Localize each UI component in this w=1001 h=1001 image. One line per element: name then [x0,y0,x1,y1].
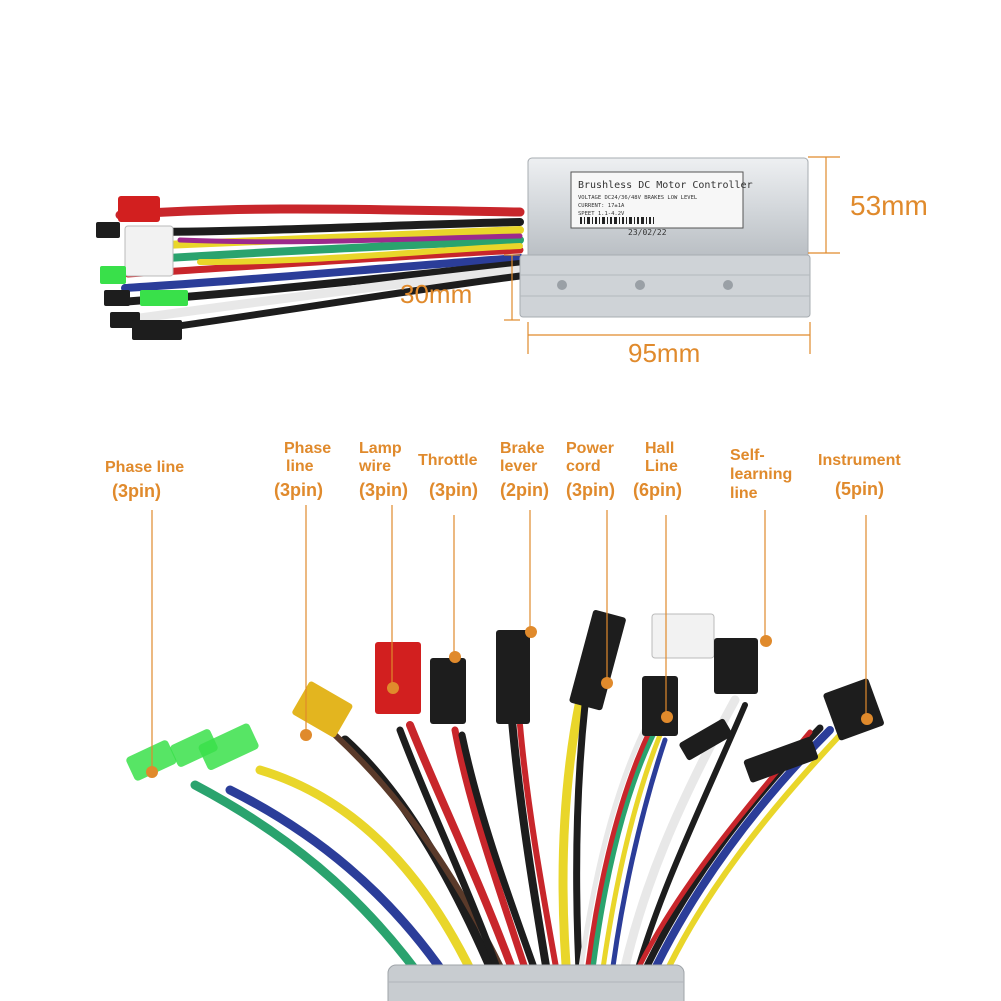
label-lamp-wire-pins: (3pin) [359,480,408,500]
top-connector-black-1 [104,290,130,306]
connector-phase-green-2 [170,729,218,767]
top-wire-bundle [115,204,525,334]
orange-dot-icon [861,713,873,725]
connector-hall-white [651,613,715,659]
bottom-controller-case [387,964,685,1001]
dimension-height: 53mm [850,190,928,221]
label-hall-line-name-b: Line [645,458,678,475]
dimension-lines [504,156,840,354]
top-connector-white [124,225,174,277]
watermark-text: AI生成 [62,953,157,991]
label-self-learning-name-c: line [730,485,758,502]
connector-phase-yellow [292,681,353,738]
label-throttle-pins: (3pin) [429,480,478,500]
label-instrument-name: Instrument [818,452,901,469]
label-brake-lever-pins: (2pin) [500,480,549,500]
top-connector-red [118,196,160,222]
connector-lamp-red [375,642,421,714]
connector-self-learning [714,638,758,694]
label-phase-line-2-name-b: line [286,458,314,475]
orange-dot-icon [387,682,399,694]
label-phase-line-2-name-a: Phase [284,440,331,457]
label-hall-line-name-a: Hall [645,440,674,457]
connector-hall-sleeve [642,676,678,736]
label-self-learning-name-b: learning [730,466,792,483]
label-lamp-wire-name-b: wire [358,458,391,475]
label-brake-lever-name-b: lever [500,458,537,475]
connector-power [569,609,626,711]
orange-dot-icon [449,651,461,663]
harness-connectors [126,609,884,783]
nameplate-speed: SPEET 1.1-4.2V [578,211,625,217]
label-power-cord-name-a: Power [566,440,614,457]
orange-dot-icon [146,766,158,778]
orange-dot-icon [525,626,537,638]
callout-labels: Phase line (3pin) Phase line (3pin) Lamp… [105,440,901,502]
label-lamp-wire-name-a: Lamp [359,440,402,457]
connector-brake [496,630,530,724]
orange-dot-icon [760,635,772,647]
self-learning-sleeve [679,718,733,761]
label-brake-lever-name-a: Brake [500,440,545,457]
grid-logo-icon [21,951,57,987]
watermark: AI生成 [21,951,157,991]
label-self-learning-name-a: Self- [730,447,765,464]
top-connector-green-2 [140,290,188,306]
label-power-cord-name-b: cord [566,458,601,475]
label-power-cord-pins: (3pin) [566,480,615,500]
orange-dot-icon [661,711,673,723]
dimension-width: 95mm [628,338,700,368]
nameplate-barcode [580,217,654,224]
nameplate-date: 23/02/22 [628,228,667,237]
callout-lines [151,505,867,768]
connector-phase-green-1 [126,740,177,781]
controller-case: Brushless DC Motor Controller VOLTAGE DC… [519,157,811,318]
label-phase-line-1-name: Phase line [105,459,184,476]
top-controller-photo: Brushless DC Motor Controller VOLTAGE DC… [96,156,928,368]
label-hall-line-pins: (6pin) [633,480,682,500]
dimension-depth: 30mm [400,279,472,309]
orange-dot-icon [300,729,312,741]
orange-dot-icon [601,677,613,689]
top-connectors [96,196,188,340]
nameplate: Brushless DC Motor Controller VOLTAGE DC… [570,171,753,237]
harness-wires [190,695,843,995]
case-screw-icon [723,280,733,290]
connector-throttle [430,658,466,724]
top-connector-black-4 [96,222,120,238]
callout-dots [146,626,873,778]
top-connector-black-3 [132,320,182,340]
label-instrument-pins: (5pin) [835,479,884,499]
nameplate-current: CURRENT: 17±1A [578,203,625,209]
label-throttle-name: Throttle [418,452,478,469]
top-connector-green-1 [100,266,126,284]
case-screw-icon [635,280,645,290]
label-phase-line-1-pins: (3pin) [112,481,161,501]
instrument-sleeve [743,736,819,783]
nameplate-title: Brushless DC Motor Controller [578,180,753,191]
nameplate-voltage: VOLTAGE DC24/36/48V BRAKES LOW LEVEL [578,195,698,201]
label-phase-line-2-pins: (3pin) [274,480,323,500]
connector-phase-green-3 [198,723,259,770]
case-screw-icon [557,280,567,290]
connector-instrument [823,678,884,741]
